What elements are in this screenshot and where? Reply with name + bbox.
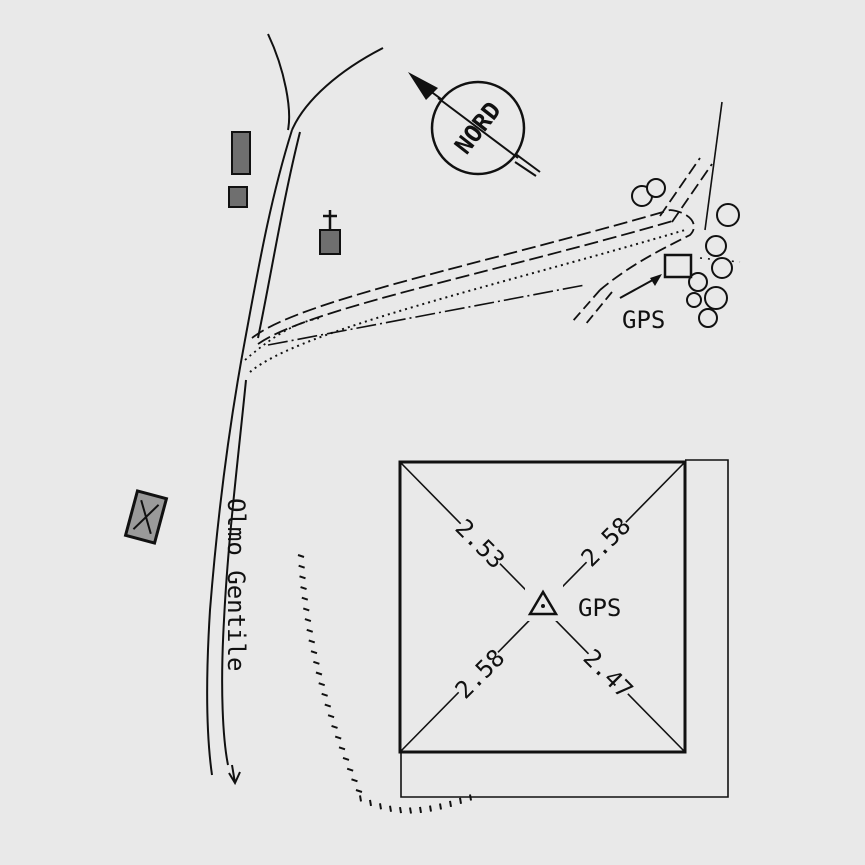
hatch-mark <box>346 767 354 772</box>
tree-cluster <box>631 178 740 328</box>
hatch-mark <box>409 807 412 814</box>
hatch-mark <box>338 746 346 751</box>
buildings <box>228 131 251 208</box>
site-gps-label: GPS <box>622 306 665 334</box>
hatch-mark <box>301 596 309 601</box>
hatch-mark <box>318 682 326 687</box>
main-road <box>206 33 384 786</box>
church-icon <box>319 210 341 255</box>
hatch-mark <box>439 803 442 810</box>
hatch-mark <box>297 554 305 558</box>
hatch-mark <box>308 639 316 644</box>
hatch-mark <box>313 660 320 665</box>
hatch-mark <box>299 575 306 580</box>
hatch-mark <box>298 564 305 569</box>
hatch-mark <box>359 795 362 802</box>
hatch-mark <box>379 803 382 810</box>
hatch-mark <box>315 671 323 676</box>
gps-detail-diagram: 2.53 2.58 2.58 2.47 GPS <box>398 459 729 798</box>
hatch-mark <box>355 789 363 793</box>
dirt-track <box>244 101 741 373</box>
sports-field-icon <box>123 489 169 545</box>
hatch-mark <box>310 650 318 655</box>
hatch-mark <box>324 703 332 708</box>
hatch-mark <box>321 692 328 697</box>
hatch-mark <box>419 806 422 814</box>
hatch-mark <box>389 805 392 812</box>
gps-site-marker: GPS <box>619 253 693 334</box>
hatch-mark <box>459 797 462 804</box>
hatch-mark <box>369 799 372 807</box>
hatch-mark <box>429 805 432 812</box>
hatch-mark <box>302 607 310 612</box>
hatch-mark <box>449 800 452 808</box>
gps-triangle-icon <box>527 589 559 616</box>
hatch-mark <box>304 618 312 623</box>
hatch-mark <box>306 628 314 633</box>
hatch-mark <box>342 757 350 761</box>
hatch-mark <box>399 806 402 814</box>
road-label: Olmo Gentile <box>222 498 250 671</box>
hatch-mark <box>300 586 307 590</box>
north-arrow: NORD <box>408 72 541 177</box>
hatch-mark <box>331 724 338 729</box>
detail-gps-label: GPS <box>578 594 621 622</box>
embankment-hatching <box>297 554 472 814</box>
hatch-mark <box>327 714 335 719</box>
hatch-mark <box>334 735 342 740</box>
hatch-mark <box>351 778 358 783</box>
